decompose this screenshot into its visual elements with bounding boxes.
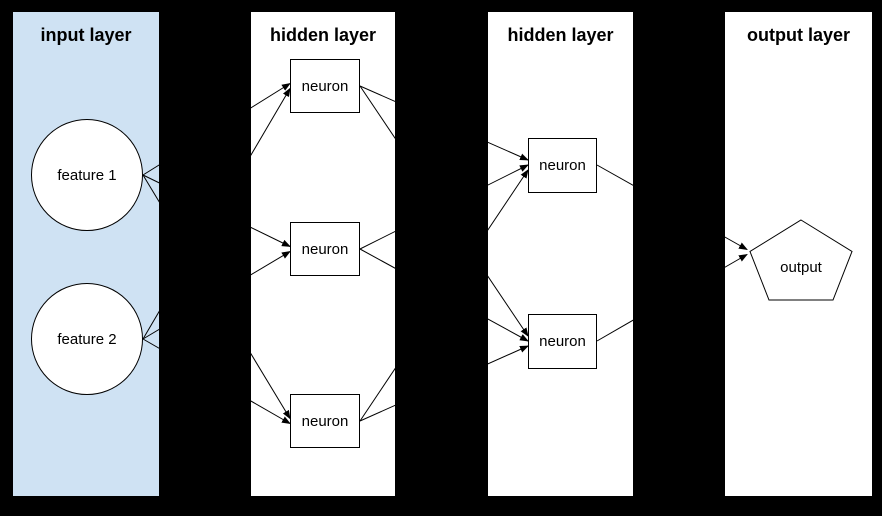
node-neuron-2-2-label: neuron	[539, 333, 586, 350]
panel-title-input-layer: input layer	[40, 25, 132, 45]
node-neuron-1-1-label: neuron	[301, 77, 349, 95]
pentagon-shape	[749, 219, 853, 301]
panel-title-hidden-layer-2: hidden layer	[507, 25, 614, 45]
node-feature-2-label: feature 2	[57, 330, 117, 348]
node-neuron-2-1: neuron	[528, 138, 597, 193]
node-neuron-2-1-label: neuron	[539, 157, 586, 174]
panel-title-output-layer: output layer	[746, 25, 850, 45]
node-feature-2: feature 2	[31, 283, 143, 395]
panel-title-hidden-layer-1: hidden layer	[269, 25, 377, 45]
node-neuron-2-2: neuron	[528, 314, 597, 369]
node-neuron-1-2: neuron	[290, 222, 360, 276]
node-feature-1-label: feature 1	[57, 166, 117, 184]
panel-input-layer: input layer	[13, 12, 159, 496]
node-output: output	[749, 219, 853, 301]
pentagon-svg	[749, 219, 853, 301]
node-feature-1: feature 1	[31, 119, 143, 231]
node-neuron-1-3: neuron	[290, 394, 360, 448]
node-neuron-1-3-label: neuron	[301, 412, 349, 430]
node-neuron-1-1: neuron	[290, 59, 360, 113]
node-neuron-1-2-label: neuron	[301, 240, 349, 258]
node-output-label: output	[780, 258, 822, 276]
panel-hidden-layer-2: hidden layer	[488, 12, 633, 496]
